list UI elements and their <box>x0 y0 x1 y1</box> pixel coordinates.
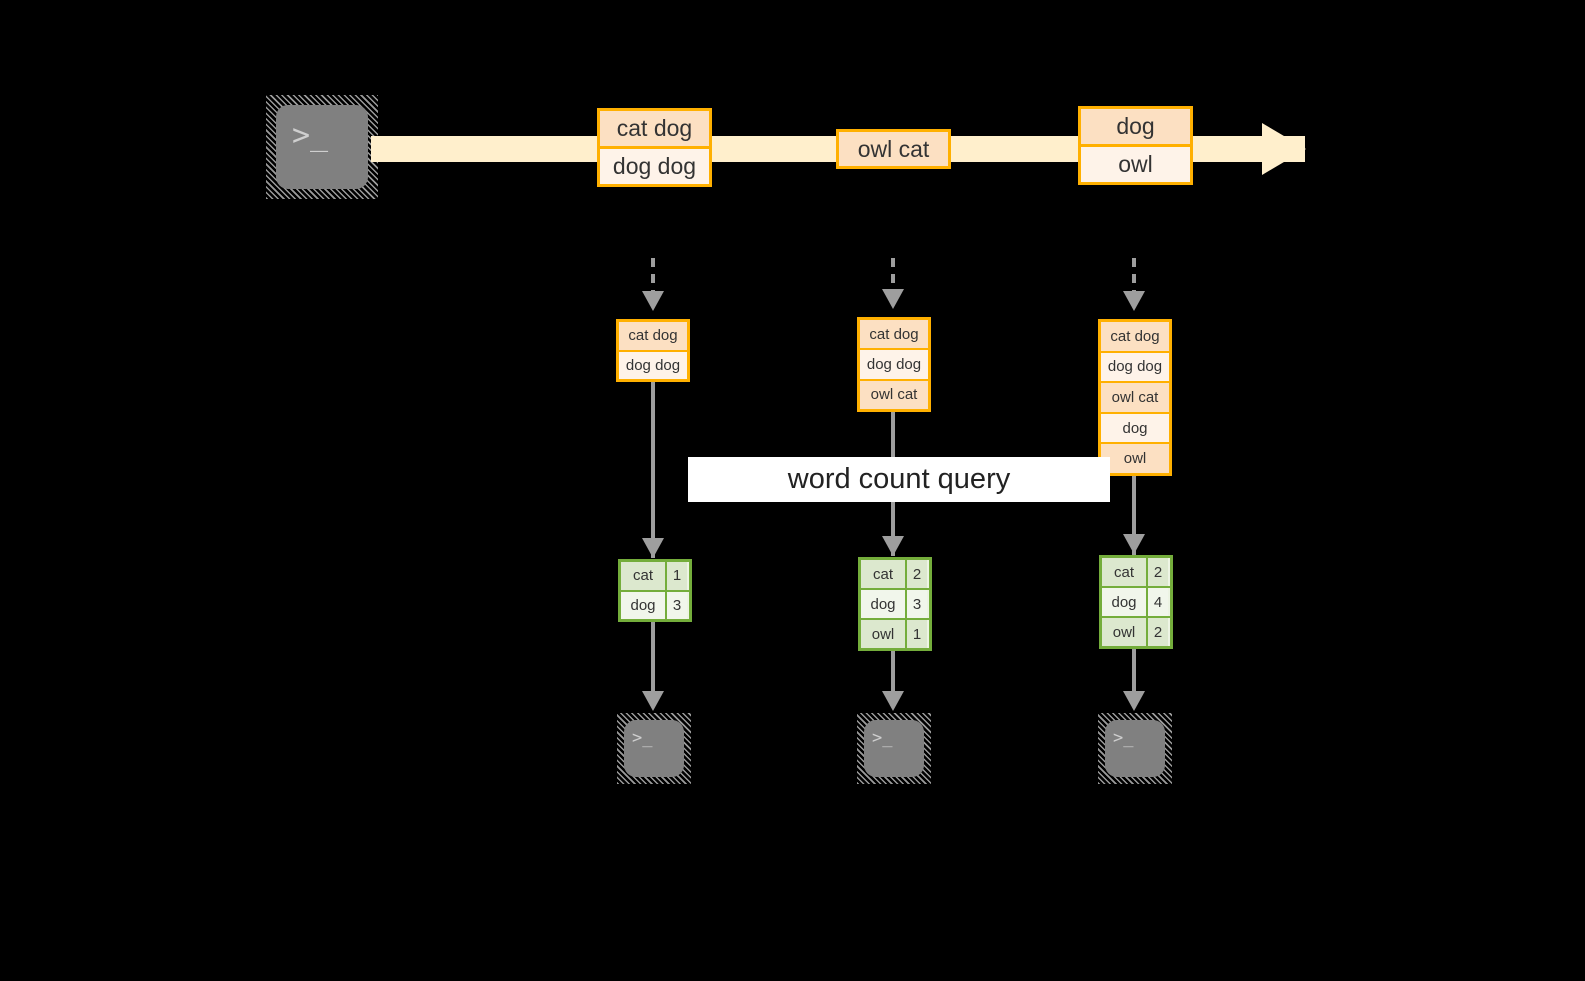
stream-record: owl <box>1081 144 1190 182</box>
query-label-band: word count query <box>688 457 1110 502</box>
result-count: 4 <box>1146 588 1168 616</box>
snapshot-2-sink-terminal-icon: >_ <box>857 713 931 784</box>
snapshot-3-result-table: cat 2 dog 4 owl 2 <box>1099 555 1173 649</box>
terminal-body <box>276 105 368 189</box>
result-count: 2 <box>905 560 927 588</box>
result-row: cat 2 <box>1102 558 1170 586</box>
terminal-prompt-glyph: >_ <box>292 118 329 153</box>
snapshot-1-result-table: cat 1 dog 3 <box>618 559 692 622</box>
stream-batch-3: dog owl <box>1078 106 1193 185</box>
snapshot-3-sink-connector <box>1132 649 1136 696</box>
batch-to-snapshot-arrowhead <box>1123 291 1145 311</box>
result-row: owl 2 <box>1102 616 1170 646</box>
result-row: dog 4 <box>1102 586 1170 616</box>
snapshot-2-sink-arrowhead <box>882 691 904 711</box>
snapshot-input-row: dog dog <box>619 349 687 379</box>
stream-batch-1: cat dog dog dog <box>597 108 712 187</box>
stream-record: cat dog <box>600 111 709 146</box>
stream-batch-2: owl cat <box>836 129 951 169</box>
snapshot-input-row: dog dog <box>1101 350 1169 382</box>
snapshot-3-input-table: cat dog dog dog owl cat dog owl <box>1098 319 1172 476</box>
snapshot-3-query-connector <box>1132 476 1136 556</box>
stream-record: owl cat <box>839 132 948 166</box>
terminal-body <box>864 720 924 777</box>
result-word: dog <box>1102 588 1146 616</box>
result-count: 1 <box>905 620 927 648</box>
terminal-body <box>1105 720 1165 777</box>
result-word: dog <box>621 591 665 619</box>
result-word: owl <box>861 620 905 648</box>
snapshot-1-sink-arrowhead <box>642 691 664 711</box>
result-word: cat <box>861 560 905 588</box>
snapshot-input-row: owl cat <box>860 378 928 409</box>
batch-to-snapshot-arrowhead <box>882 289 904 309</box>
result-word: owl <box>1102 618 1146 646</box>
batch-to-snapshot-connector <box>891 258 895 296</box>
batch-to-snapshot-arrowhead <box>642 291 664 311</box>
stream-record: dog dog <box>600 146 709 184</box>
result-count: 3 <box>905 590 927 618</box>
batch-to-snapshot-connector <box>1132 258 1136 296</box>
result-row: cat 1 <box>621 562 689 590</box>
result-count: 2 <box>1146 618 1168 646</box>
snapshot-3-sink-terminal-icon: >_ <box>1098 713 1172 784</box>
snapshot-2-sink-connector <box>891 651 895 696</box>
source-terminal-icon: >_ <box>266 95 378 199</box>
result-word: dog <box>861 590 905 618</box>
terminal-prompt-glyph: >_ <box>632 728 653 748</box>
stream-arrowhead <box>1262 123 1306 175</box>
snapshot-input-row: owl cat <box>1101 381 1169 412</box>
snapshot-input-row: owl <box>1101 442 1169 473</box>
snapshot-2-input-table: cat dog dog dog owl cat <box>857 317 931 412</box>
terminal-prompt-glyph: >_ <box>1113 728 1134 748</box>
snapshot-1-query-arrowhead <box>642 538 664 558</box>
snapshot-1-sink-connector <box>651 622 655 696</box>
snapshot-input-row: dog dog <box>860 348 928 379</box>
result-row: owl 1 <box>861 618 929 648</box>
result-count: 3 <box>665 591 687 619</box>
snapshot-input-row: cat dog <box>619 322 687 350</box>
query-label-text: word count query <box>787 463 1011 495</box>
terminal-prompt-glyph: >_ <box>872 728 893 748</box>
stream-record: dog <box>1081 109 1190 144</box>
snapshot-3-sink-arrowhead <box>1123 691 1145 711</box>
terminal-body <box>624 720 684 777</box>
snapshot-1-query-connector <box>651 382 655 558</box>
snapshot-input-row: dog <box>1101 411 1169 443</box>
result-count: 2 <box>1146 558 1168 586</box>
snapshot-2-result-table: cat 2 dog 3 owl 1 <box>858 557 932 651</box>
result-row: dog 3 <box>861 588 929 618</box>
batch-to-snapshot-connector <box>651 258 655 296</box>
result-count: 1 <box>665 562 687 590</box>
result-row: cat 2 <box>861 560 929 588</box>
snapshot-input-row: cat dog <box>860 320 928 349</box>
snapshot-1-input-table: cat dog dog dog <box>616 319 690 382</box>
result-row: dog 3 <box>621 589 689 619</box>
result-word: cat <box>1102 558 1146 586</box>
snapshot-2-query-arrowhead <box>882 536 904 556</box>
snapshot-1-sink-terminal-icon: >_ <box>617 713 691 784</box>
snapshot-3-query-arrowhead <box>1123 534 1145 554</box>
result-word: cat <box>621 562 665 590</box>
snapshot-input-row: cat dog <box>1101 322 1169 351</box>
